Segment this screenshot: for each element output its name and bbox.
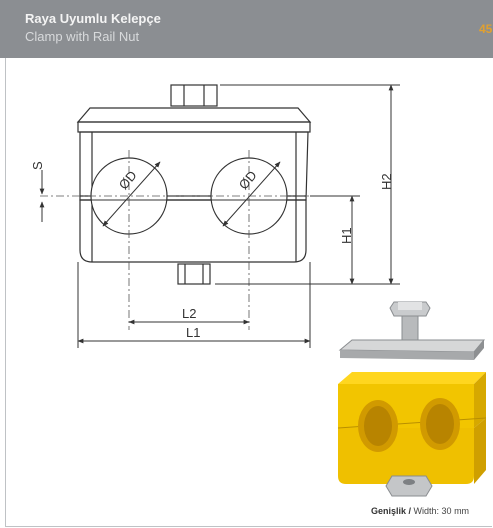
content-frame xyxy=(5,58,492,527)
page-number: 45 xyxy=(479,22,493,36)
photo-bolt-shaft xyxy=(401,315,419,343)
dim-h1-label: H1 xyxy=(339,227,354,244)
dim-l1-label: L1 xyxy=(186,325,200,340)
product-photo xyxy=(337,301,487,497)
cover-plate xyxy=(76,107,312,133)
width-caption-label: Genişlik / xyxy=(371,506,412,516)
page-title: Raya Uyumlu Kelepçe xyxy=(25,11,161,26)
photo-plate xyxy=(338,339,486,360)
width-caption-value: Width: 30 mm xyxy=(413,506,470,516)
dim-l2-label: L2 xyxy=(182,306,196,321)
photo-rail-nut xyxy=(385,475,433,497)
rail-nut-bottom xyxy=(177,263,211,285)
page-header: Raya Uyumlu Kelepçe Clamp with Rail Nut … xyxy=(0,0,493,58)
page-subtitle: Clamp with Rail Nut xyxy=(25,29,140,44)
dim-s-label: S xyxy=(30,161,45,170)
dim-h1 xyxy=(215,195,360,285)
dim-l1 xyxy=(77,262,311,348)
photo-bolt-head xyxy=(389,301,431,317)
dim-h2 xyxy=(220,84,400,285)
dim-h2-label: H2 xyxy=(379,173,394,190)
width-caption: Genişlik / Width: 30 mm xyxy=(371,506,469,516)
diameter-arrow-right xyxy=(222,161,281,227)
diameter-arrow-left xyxy=(102,161,161,227)
bolt-head-top xyxy=(170,84,218,107)
photo-yellow-clamp xyxy=(337,372,487,484)
